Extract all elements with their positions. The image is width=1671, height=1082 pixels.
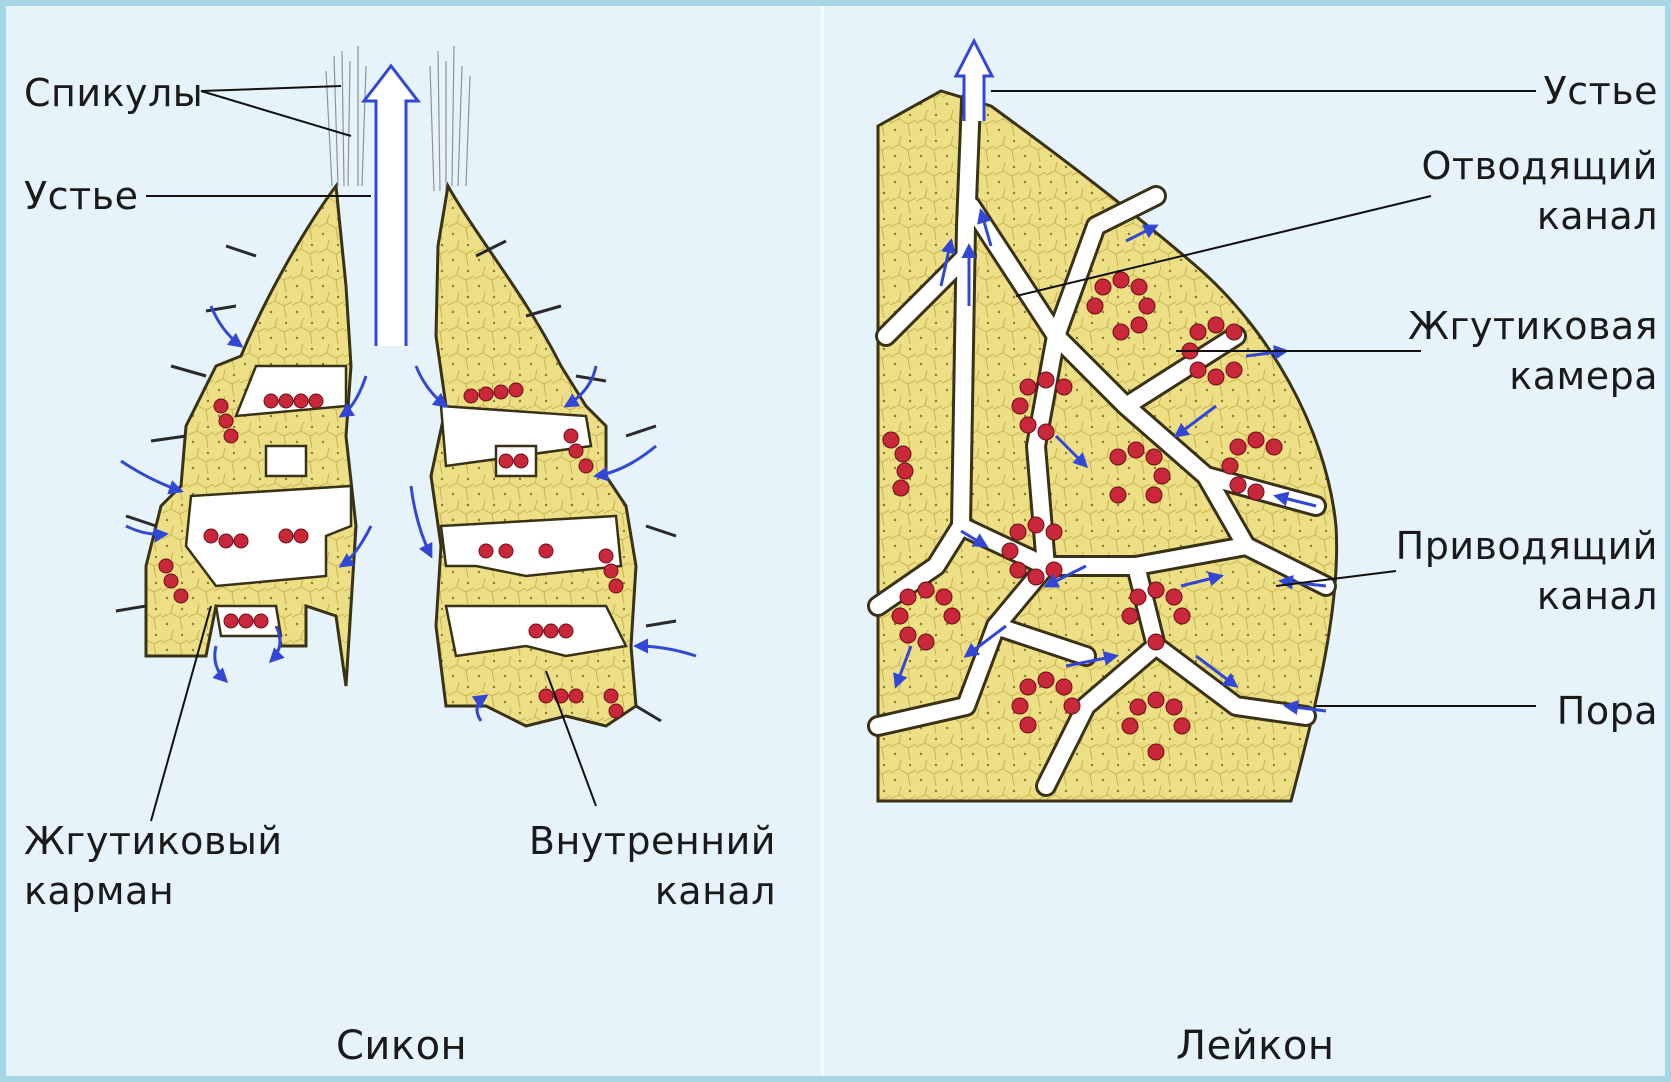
label-inner-canal-1: Внутренний bbox=[506, 816, 776, 866]
label-flagellar-chamber-2: камера bbox=[1336, 351, 1658, 401]
label-incurrent-canal-1: Приводящий bbox=[1336, 521, 1658, 571]
sycon-outflow-arrow bbox=[364, 66, 418, 346]
label-osculum-left: Устье bbox=[24, 171, 138, 221]
label-flagellar-pocket-1: Жгутиковый bbox=[24, 816, 283, 866]
leader-spicules-1 bbox=[201, 86, 341, 91]
diagram-frame: Спикулы Устье Жгутиковый карман Внутренн… bbox=[6, 6, 1665, 1076]
label-flagellar-chamber-1: Жгутиковая bbox=[1336, 301, 1658, 351]
label-spicules: Спикулы bbox=[24, 68, 203, 118]
sycon-body bbox=[116, 46, 696, 821]
label-excurrent-canal-2: канал bbox=[1336, 191, 1658, 241]
label-excurrent-canal-1: Отводящий bbox=[1336, 141, 1658, 191]
label-incurrent-canal-2: канал bbox=[1336, 571, 1658, 621]
label-osculum-right: Устье bbox=[1336, 66, 1658, 116]
label-flagellar-pocket-2: карман bbox=[24, 866, 174, 916]
label-pore: Пора bbox=[1336, 686, 1658, 736]
caption-leucon: Лейкон bbox=[1176, 1021, 1334, 1071]
label-inner-canal-2: канал bbox=[506, 866, 776, 916]
caption-sycon: Сикон bbox=[336, 1021, 467, 1071]
